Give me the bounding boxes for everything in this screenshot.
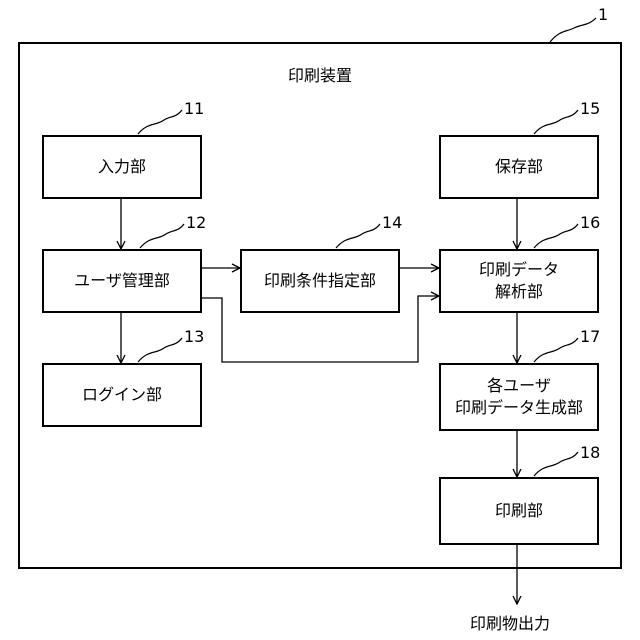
ref-label-16: 16 [580,214,600,232]
ref-label-11: 11 [184,100,204,118]
data-analysis-label-line2: 解析部 [495,281,543,303]
print-condition-block: 印刷条件指定部 [240,249,400,313]
ref-label-14: 14 [382,214,402,232]
ref-label-18: 18 [580,444,600,462]
user-management-block: ユーザ管理部 [42,249,202,313]
printed-output-label: 印刷物出力 [470,610,550,634]
ref-label-13: 13 [184,328,204,346]
ref-label-1: 1 [598,6,608,24]
input-unit-label: 入力部 [98,156,146,178]
storage-unit-block: 保存部 [439,135,599,199]
ref-label-15: 15 [580,100,600,118]
print-condition-label: 印刷条件指定部 [264,270,376,292]
user-management-label: ユーザ管理部 [74,270,170,292]
data-analysis-label-line1: 印刷データ [479,259,559,281]
ref-label-17: 17 [580,328,600,346]
leader-1 [550,18,596,42]
login-unit-block: ログイン部 [42,363,202,427]
data-analysis-block: 印刷データ 解析部 [439,249,599,313]
login-unit-label: ログイン部 [82,384,162,406]
user-data-generation-label-line2: 印刷データ生成部 [455,397,583,419]
user-data-generation-label-line1: 各ユーザ [487,375,551,397]
device-title: 印刷装置 [0,62,640,86]
storage-unit-label: 保存部 [495,156,543,178]
user-data-generation-block: 各ユーザ 印刷データ生成部 [439,363,599,431]
print-unit-label: 印刷部 [495,500,543,522]
print-unit-block: 印刷部 [439,477,599,545]
ref-label-12: 12 [186,214,206,232]
input-unit-block: 入力部 [42,135,202,199]
